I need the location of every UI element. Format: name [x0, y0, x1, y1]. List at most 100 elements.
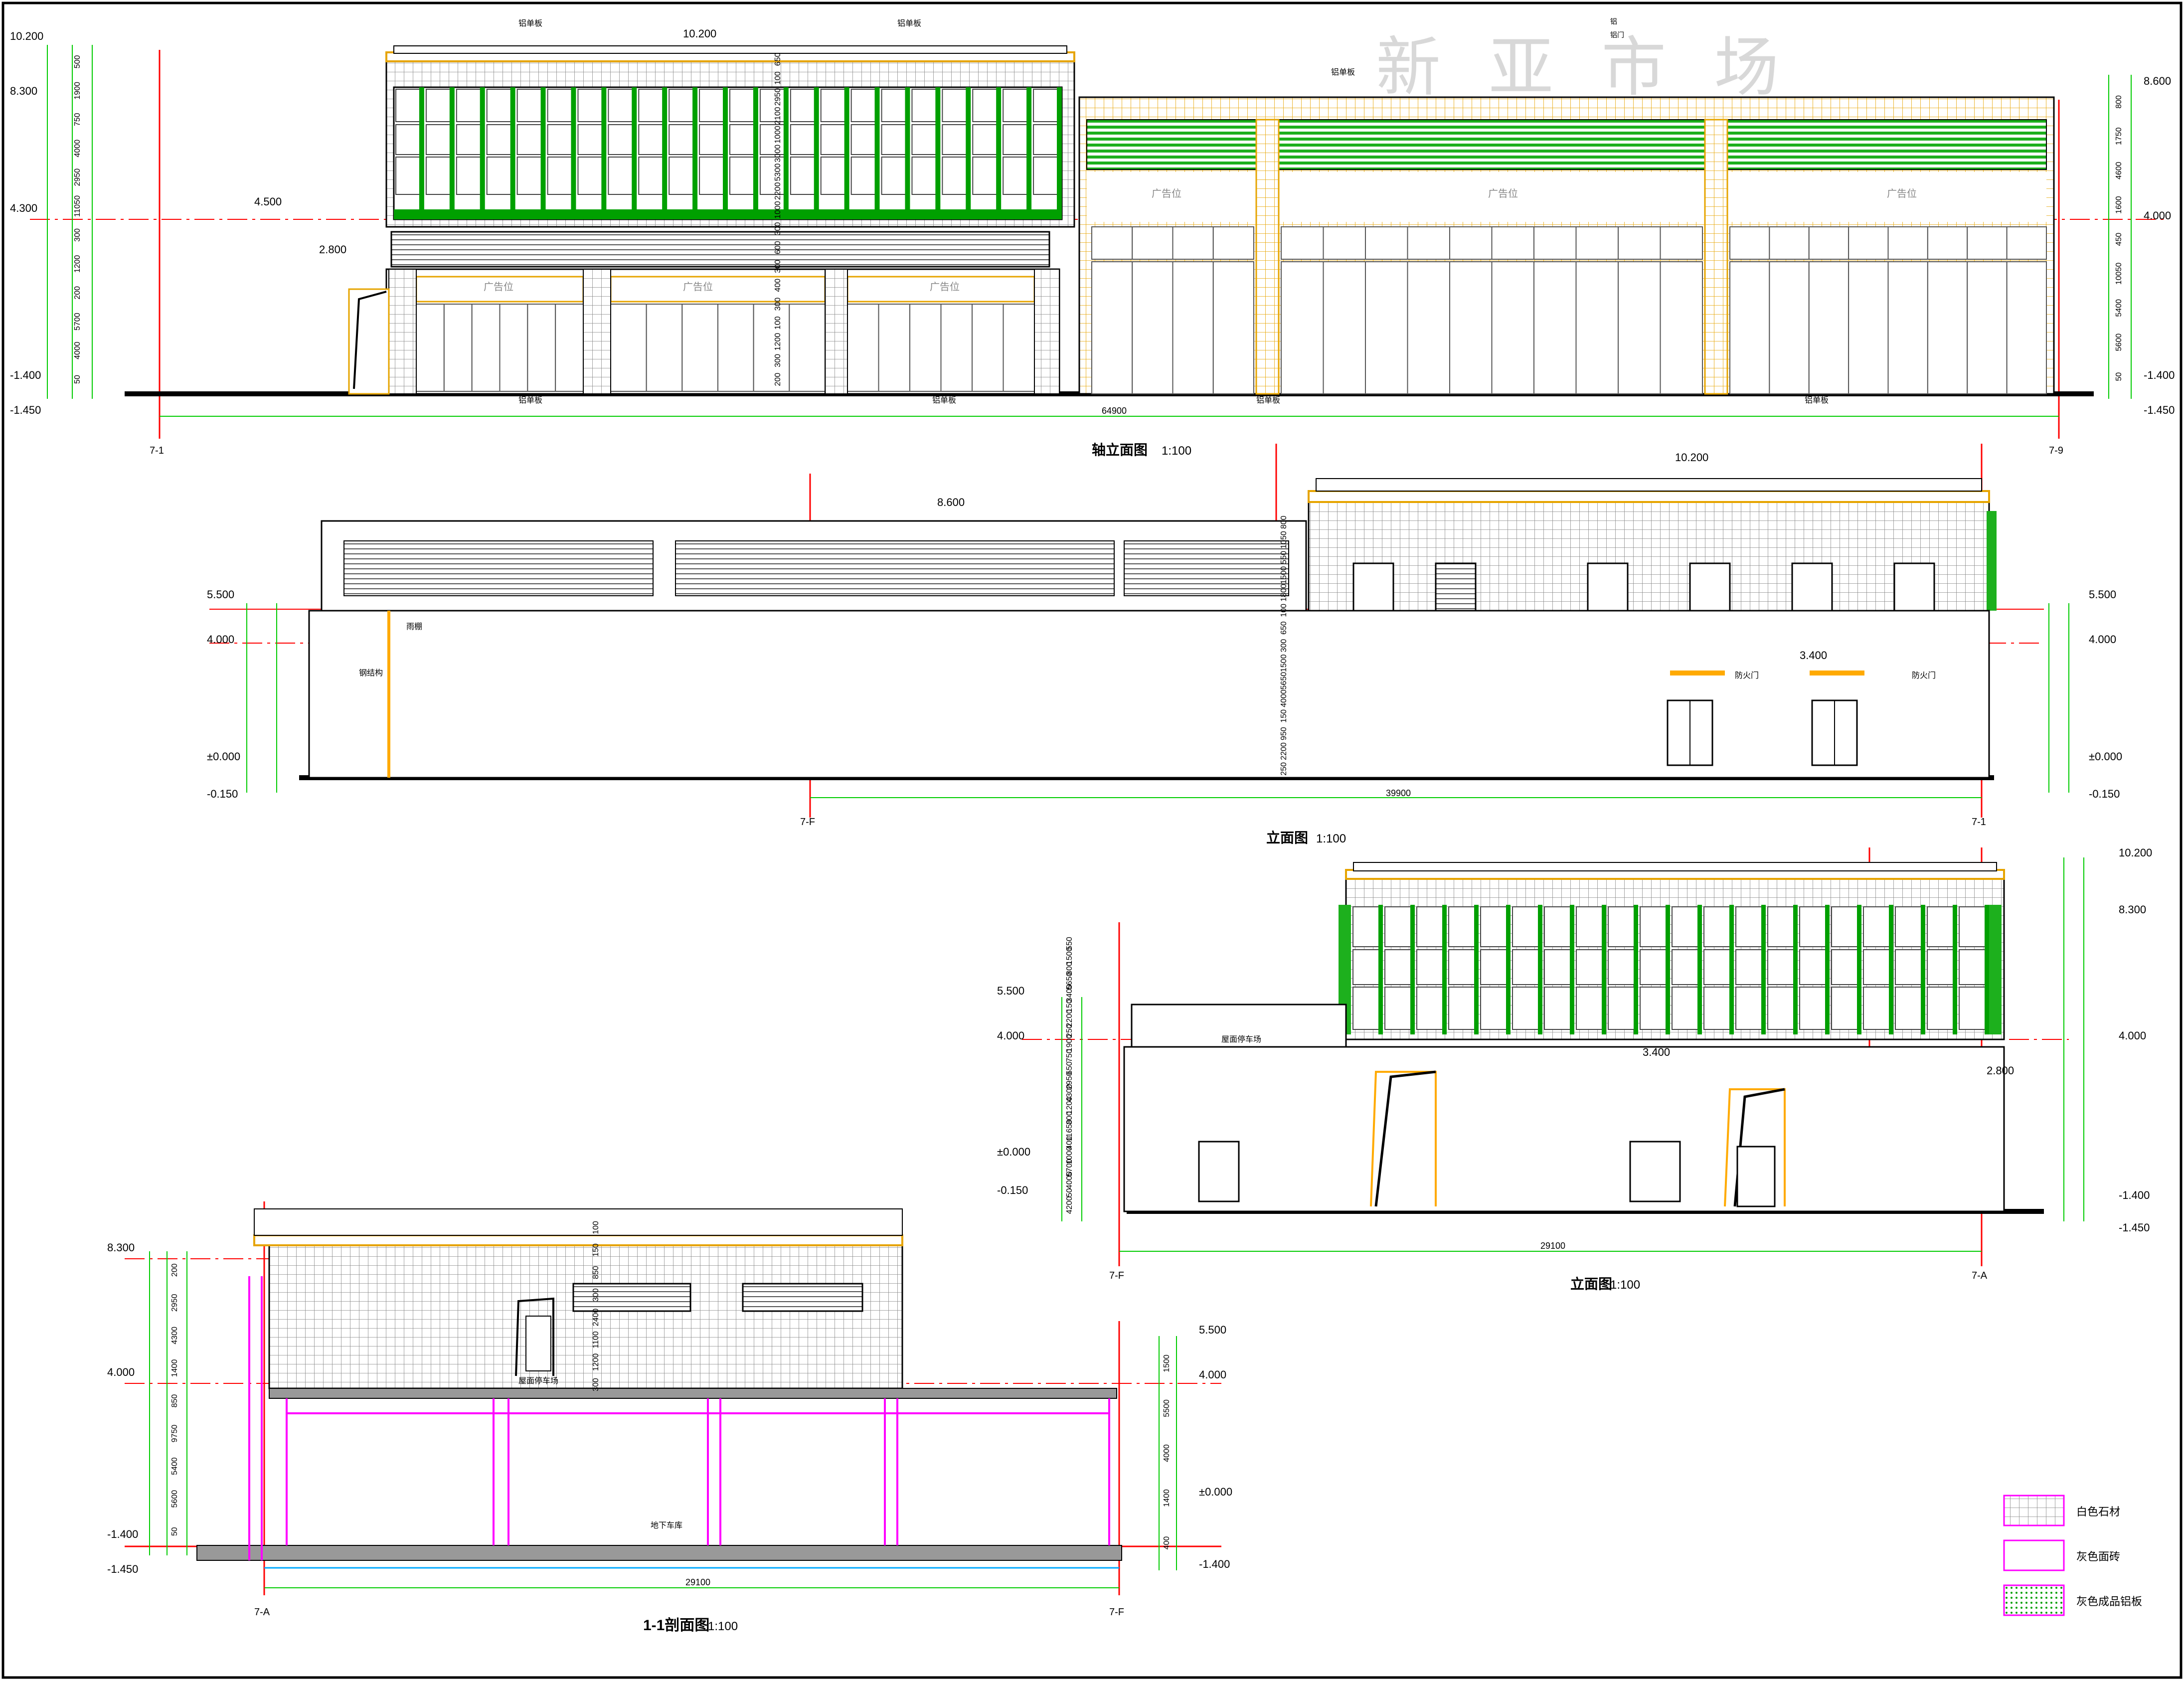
- dimension-label: 250: [1065, 1024, 1074, 1037]
- dimension-label: 3000: [774, 145, 782, 163]
- glass-pane: [1480, 906, 1509, 947]
- transom-pane: [2006, 226, 2047, 260]
- dimension-label: 4000: [1065, 1172, 1074, 1189]
- storefront-pane: [1808, 261, 1849, 394]
- dimension-label: 300: [592, 1378, 600, 1391]
- glass-pane: [1480, 949, 1509, 985]
- shop-glass: [416, 304, 445, 392]
- glass-pane: [577, 124, 605, 155]
- elev1-title: 轴立面图: [1092, 442, 1148, 458]
- dimension-label: 4300: [170, 1327, 179, 1345]
- glass-pane: [1384, 987, 1413, 1030]
- elev1-material-6: 铝单板: [1256, 396, 1280, 405]
- green-mullion: [1057, 87, 1062, 219]
- storefront-pane: [1729, 261, 1770, 394]
- dimension-label: 300: [73, 228, 82, 242]
- elev2-mid-level-3: 3.400: [1800, 649, 1827, 662]
- dimension-label: 1500: [1280, 566, 1288, 584]
- storefront-pane: [1212, 261, 1254, 394]
- glass-pane: [1927, 906, 1956, 947]
- glass-pane: [911, 124, 939, 155]
- section-level-left-3: -1.400: [107, 1528, 138, 1540]
- glass-pane: [1416, 906, 1445, 947]
- shop-glass: [972, 304, 1004, 392]
- glass-pane: [1480, 987, 1509, 1030]
- elev1-mid-level-1: 10.200: [683, 27, 716, 40]
- elev1-level-left-1: 10.200: [10, 30, 43, 42]
- storefront-pane: [1660, 261, 1703, 394]
- transom-pane: [1365, 226, 1408, 260]
- dimension-label: 200: [774, 373, 782, 386]
- section-level-right-2: 4.000: [1199, 1368, 1226, 1381]
- dimension-label: 1200: [1065, 1097, 1074, 1115]
- legend-item-3: 灰色成品铝板: [2076, 1595, 2142, 1608]
- glass-pane: [1895, 987, 1924, 1030]
- dimension-label: 1500: [1163, 1354, 1171, 1372]
- glass-pane: [1703, 987, 1732, 1030]
- glass-pane: [1576, 949, 1605, 985]
- glass-pane: [577, 157, 605, 195]
- section-level-right-1: 5.500: [1199, 1324, 1226, 1336]
- dimension-label: 10050: [2115, 263, 2123, 285]
- transom-pane: [1927, 226, 1968, 260]
- glass-pane: [1767, 949, 1796, 985]
- dimension-label: 600: [774, 241, 782, 254]
- dimension-label: 2100: [774, 107, 782, 125]
- glass-pane: [1640, 906, 1669, 947]
- green-sill: [394, 209, 1062, 219]
- elev1-level-right-3: -1.400: [2144, 369, 2175, 381]
- dimension-label: 4200: [1065, 1196, 1074, 1214]
- glass-pane: [1735, 906, 1764, 947]
- section-level-left-1: 8.300: [107, 1241, 135, 1254]
- elevation-2: [209, 444, 2069, 818]
- green-mullion: [1506, 905, 1511, 1034]
- elev1-material-5: 铝单板: [932, 396, 956, 405]
- green-mullion: [996, 87, 1002, 219]
- glass-pane: [547, 124, 575, 155]
- legend-item-1: 白色石材: [2076, 1506, 2120, 1518]
- elev1-axis-right: 7-9: [2049, 445, 2063, 456]
- elev3-axis-left: 7-F: [1109, 1270, 1124, 1281]
- glass-pane: [1448, 987, 1477, 1030]
- glass-pane: [1895, 906, 1924, 947]
- transom-pane: [1172, 226, 1214, 260]
- shop-glass: [681, 304, 719, 392]
- shop-signband: [610, 276, 826, 303]
- green-mullion: [1442, 905, 1447, 1034]
- elev1-ad-4: 广告位: [1152, 188, 1181, 199]
- dimension-label: 150: [1280, 709, 1288, 723]
- dimension-label: 2200: [1065, 1010, 1074, 1027]
- green-mullion: [1474, 905, 1479, 1034]
- green-mullion: [571, 87, 576, 219]
- dimension-label: 500: [73, 55, 82, 69]
- elev1-material-1: 铝单板: [518, 19, 542, 28]
- transom-pane: [1729, 226, 1770, 260]
- elev3-level-left-3: ±0.000: [997, 1146, 1030, 1158]
- transom-pane: [1848, 226, 1889, 260]
- dimension-label: 750: [73, 113, 82, 126]
- transom-pane: [1533, 226, 1577, 260]
- glass-pane: [1959, 987, 1988, 1030]
- green-mullion: [1825, 905, 1830, 1034]
- shop-glass: [527, 304, 556, 392]
- elev2-level-right-3: ±0.000: [2089, 750, 2122, 763]
- glass-pane: [1544, 906, 1573, 947]
- dimension-label: 300: [774, 354, 782, 367]
- dimension-label: 1900: [1065, 1034, 1074, 1052]
- dimension-label: 5300: [774, 164, 782, 181]
- dimension-label: 5700: [1065, 1159, 1074, 1177]
- glass-pane: [1799, 987, 1828, 1030]
- shop-glass: [909, 304, 942, 392]
- elev1-ad-1: 广告位: [484, 281, 513, 293]
- elevation-3: [1022, 847, 2084, 1266]
- transom-pane: [1618, 226, 1661, 260]
- dimension-label: 400: [1065, 1136, 1074, 1150]
- elev1-material-2: 铝单板: [897, 19, 921, 28]
- glass-pane: [1735, 949, 1764, 985]
- dimension-label: 550: [1065, 937, 1074, 950]
- dimension-label: 450: [2115, 233, 2123, 246]
- storefront-pane: [2006, 261, 2047, 394]
- legend-swatch-grid: [2003, 1495, 2065, 1526]
- legend-swatch-dots: [2003, 1584, 2065, 1616]
